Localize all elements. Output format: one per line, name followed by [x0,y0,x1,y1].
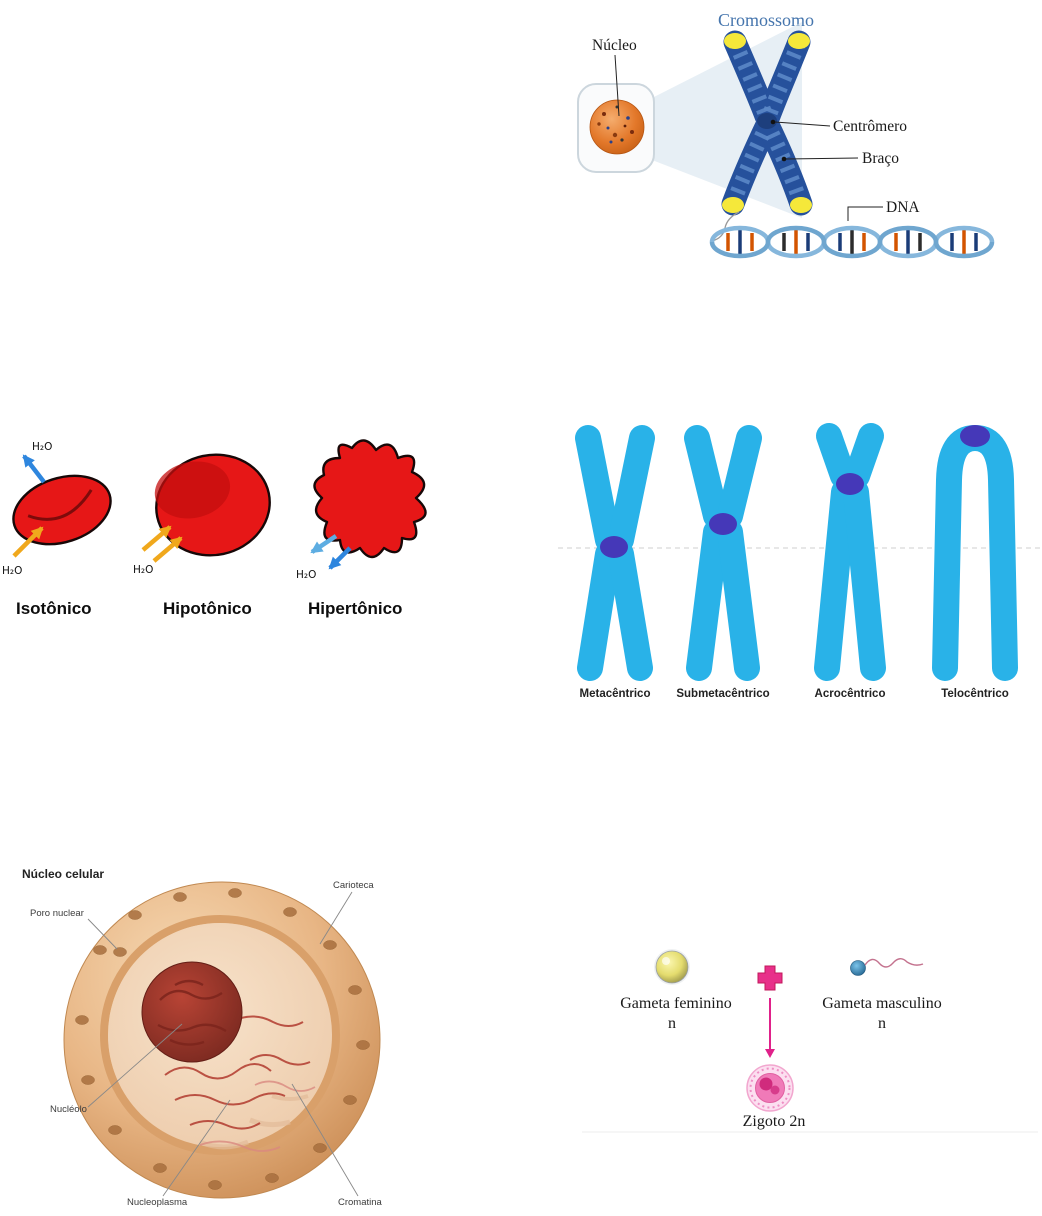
female-ploidy-label: n [668,1015,676,1032]
chromosome-structure-panel: Cromossomo [577,10,995,259]
nucleoplasm-pointer-line [162,1099,231,1197]
highlight [662,957,670,965]
dna-pointer-line [847,206,883,221]
karyotheca-pointer-line [319,891,353,945]
nuclear-pores [75,888,370,1190]
water-label: H₂O [2,565,22,577]
chromosome-bands [725,39,809,207]
submetacentric-label: Submetacêntrico [676,688,769,700]
karyotype-panel: Metacêntrico Submetacêntrico Acrocêntric… [558,423,1040,700]
helix-strand-1 [709,225,995,259]
nucleus-label: Núcleo [592,37,637,54]
chromatin-pointer-line [291,1083,359,1197]
male-gamete-label: Gameta masculino [822,995,942,1012]
chromatin-label: Cromatina [338,1197,383,1208]
nucleolus [141,961,243,1063]
water-out-arrow-blue [328,546,352,570]
isotonic-cell-group: H₂O H₂O Isotônico [2,441,112,618]
male-ploidy-label: n [878,1015,886,1032]
acrocentric-chromosome: Acrocêntrico [814,423,886,700]
isotonic-label: Isotônico [16,599,92,618]
cell-fold [27,489,93,521]
water-label: H₂O [133,564,153,576]
cell-shade [154,461,231,519]
centromere [960,425,990,447]
nucleus-panel-title: Núcleo celular [22,867,104,881]
helix-strand-2 [709,225,995,259]
centromere [600,536,628,558]
water-in-arrow-yellow [152,536,183,563]
karyotheca-label: Carioteca [333,880,374,891]
x-chromosome [721,30,813,216]
nucleoplasm-label: Nucleoplasma [127,1197,188,1208]
red-blood-cell-hypotonic [154,453,271,557]
nucleus-structure-panel: Núcleo celular [22,867,383,1208]
nuclear-pore-label: Poro nuclear [30,908,84,919]
centromere-label: Centrômero [833,118,907,135]
centromere-pointer-dot [770,119,776,125]
red-blood-cell-hypertonic [313,439,427,559]
zoom-beam [652,22,802,218]
chromatin-strands [164,1015,316,1152]
water-in-arrow-yellow [12,526,44,558]
red-blood-cell-isotonic [12,474,112,546]
male-gamete [850,958,924,976]
telocentric-label: Telocêntrico [941,688,1009,700]
hypotonic-cell-group: H₂O Hipotônico [133,453,271,618]
cell-with-nucleus [577,83,655,173]
base-pairs [726,229,978,255]
centromere-dot [757,113,777,129]
cutaway-rim [100,915,340,1155]
metacentric-chromosome: Metacêntrico [575,425,655,700]
arm-pointer-line [785,157,859,160]
nucleus-pointer-line [614,54,620,117]
dna-helix [709,211,995,259]
hypertonic-label: Hipertônico [308,599,402,618]
pore-pointer-line [87,918,118,950]
nucleolus-label: Nucléolo [50,1104,87,1115]
fertilization-panel: Gameta feminino n Gameta masculino n Zig… [582,949,1038,1133]
arm-pointer-dot [781,156,787,162]
hypertonic-cell-group: H₂O Hipertônico [296,439,427,618]
water-label: H₂O [32,441,52,453]
osmosis-panel: H₂O H₂O Isotônico H₂O Hipotônico H₂O Hip… [2,439,427,618]
dna-label: DNA [886,199,920,216]
zygote [746,1064,794,1112]
water-out-arrow-lightblue [310,534,338,554]
water-label: H₂O [296,569,316,581]
centromere [709,513,737,535]
zygote-label: Zigoto 2n [743,1113,806,1130]
chromosome-title: Cromossomo [718,10,814,30]
nucleolus-pointer-line [87,1023,183,1108]
arm-label: Braço [862,150,899,167]
telocentric-chromosome: Telocêntrico [932,425,1018,700]
acrocentric-label: Acrocêntrico [815,688,886,700]
female-gamete [654,949,690,985]
water-out-arrow-blue [22,454,46,484]
sperm-head [850,960,866,976]
plus-icon [757,965,783,991]
centromere-pointer-line [774,121,831,127]
nucleus-speckles [597,105,634,144]
metacentric-label: Metacêntrico [580,688,651,700]
centromere [836,473,864,495]
water-in-arrow-yellow [141,525,172,552]
sperm-tail [864,958,924,968]
female-gamete-label: Gameta feminino [620,995,732,1012]
telomere-tips [722,33,812,213]
hypotonic-label: Hipotônico [163,599,252,618]
submetacentric-chromosome: Submetacêntrico [676,425,770,700]
